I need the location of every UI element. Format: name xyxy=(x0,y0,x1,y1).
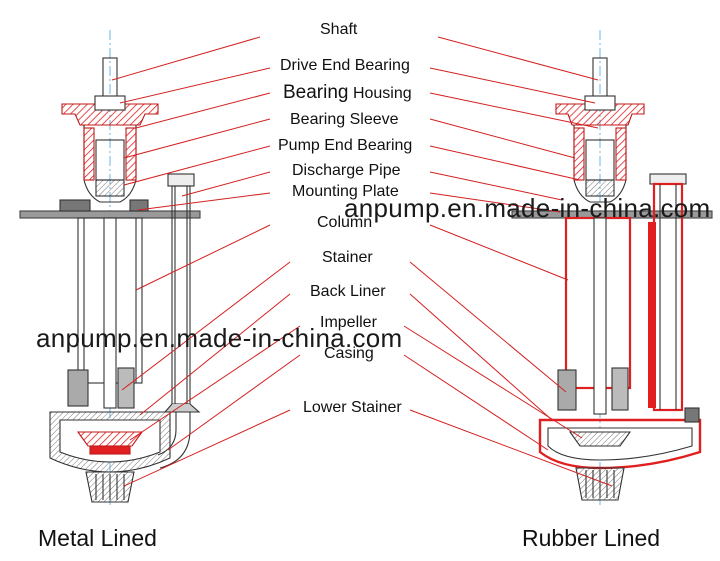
watermark-middle: anpump.en.made-in-china.com xyxy=(36,323,403,353)
caption-metal-lined: Metal Lined xyxy=(38,525,157,551)
leader-mounting-left xyxy=(137,192,271,211)
label-bearing-sleeve: Bearing Sleeve xyxy=(290,111,399,128)
label-casing: Casing xyxy=(324,345,374,362)
leader-shaft-right xyxy=(437,36,599,81)
leader-housing-right xyxy=(429,92,599,129)
label-column: Column xyxy=(317,214,373,231)
label-mounting-plate: Mounting Plate xyxy=(292,183,399,200)
leader-mounting-right xyxy=(429,192,561,213)
leader-housing-left xyxy=(135,92,271,129)
leader-back-liner-right xyxy=(409,293,553,421)
leader-stainer-right xyxy=(409,261,567,393)
rubber-lined-pump xyxy=(511,30,713,505)
leader-lower-stainer-left xyxy=(123,409,291,487)
metal-lined-pump xyxy=(19,30,201,505)
label-pump-end-bearing: Pump End Bearing xyxy=(278,137,413,154)
leader-discharge-right xyxy=(429,171,563,201)
leader-sleeve-left xyxy=(123,118,271,159)
watermark-top: anpump.en.made-in-china.com xyxy=(344,193,711,223)
leader-stainer-left xyxy=(121,261,291,391)
label-bearing-housing: Bearing Housing xyxy=(283,82,412,104)
label-back-liner: Back Liner xyxy=(310,283,386,300)
leader-impeller-right xyxy=(403,325,583,439)
leader-column-left xyxy=(135,224,271,291)
label-shaft: Shaft xyxy=(320,21,358,38)
leader-lower-stainer-right xyxy=(409,409,613,487)
label-discharge-pipe: Discharge Pipe xyxy=(292,162,401,179)
label-bearing-word: Bearing xyxy=(283,82,349,103)
leader-column-right xyxy=(429,224,569,281)
label-housing-word: Housing xyxy=(352,85,412,102)
leader-impeller-left xyxy=(129,325,301,441)
label-impeller: Impeller xyxy=(320,314,377,331)
leader-lines xyxy=(111,36,613,487)
leader-casing-left xyxy=(167,354,301,451)
leader-casing-right xyxy=(403,354,549,451)
leader-shaft-left xyxy=(111,36,261,81)
leader-discharge-left xyxy=(181,171,271,197)
leader-drive-end-right xyxy=(429,67,596,104)
leader-pump-end-left xyxy=(123,145,271,186)
label-stainer: Stainer xyxy=(322,249,373,266)
leader-sleeve-right xyxy=(429,118,576,159)
label-drive-end-bearing: Drive End Bearing xyxy=(280,57,410,74)
leader-drive-end-left xyxy=(119,67,271,104)
leader-pump-end-right xyxy=(429,145,581,181)
leader-back-liner-left xyxy=(139,293,291,416)
caption-rubber-lined: Rubber Lined xyxy=(522,525,661,551)
label-lower-stainer: Lower Stainer xyxy=(303,399,402,416)
